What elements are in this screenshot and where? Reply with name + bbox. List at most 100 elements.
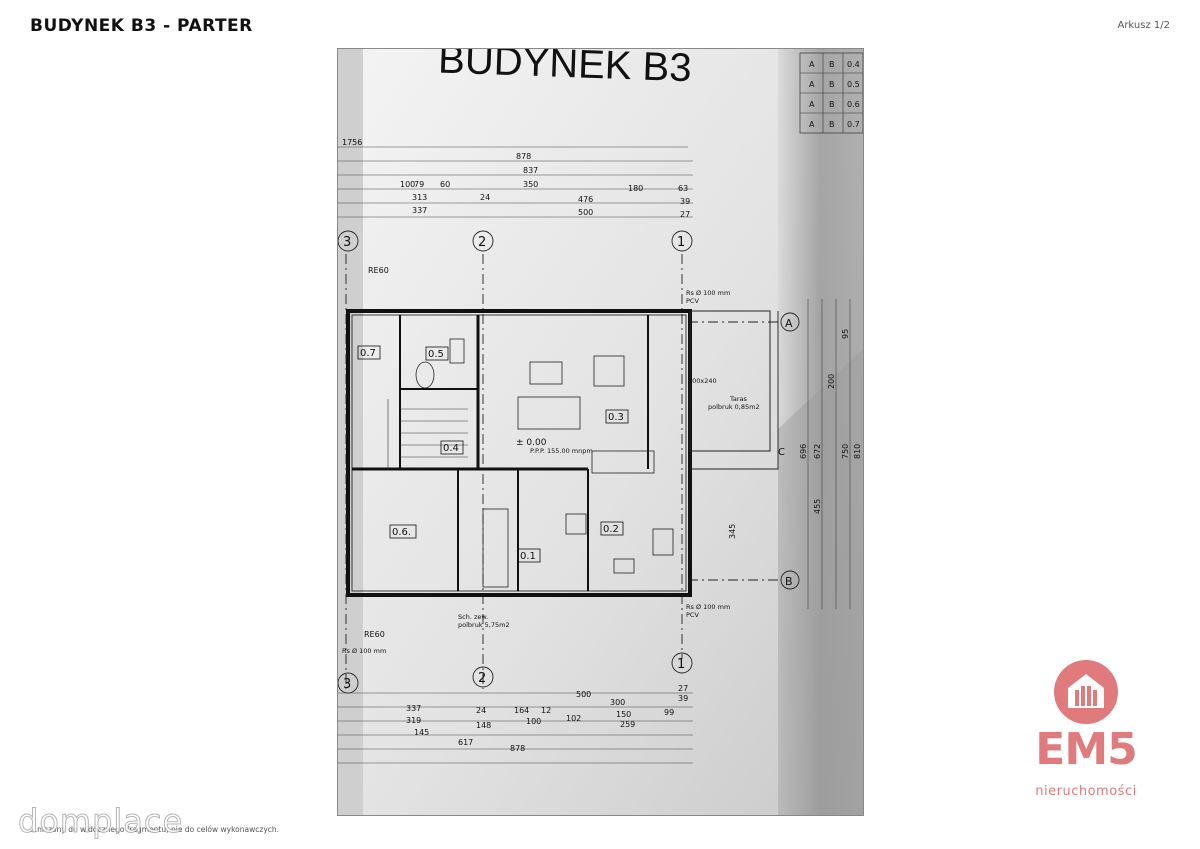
dim-right-2: 672	[813, 444, 822, 459]
pipe-top-pcv: PCV	[686, 297, 699, 305]
legend-val-4: 0.7	[847, 120, 860, 129]
legend-b-4: B	[829, 120, 835, 129]
legend-val-1: 0.4	[847, 60, 860, 69]
furniture	[415, 310, 779, 588]
axis-c: C	[778, 447, 785, 458]
dim-top-5: 79	[414, 180, 424, 189]
watermark: domplace	[17, 802, 184, 841]
axis-1-bottom: 1	[677, 657, 685, 672]
dim-right-7: 810	[853, 444, 862, 459]
staircase	[387, 399, 468, 469]
dim-right-5: 200	[827, 374, 836, 389]
dim-right-1: 696	[799, 444, 808, 459]
dim-top-12: 476	[578, 195, 593, 204]
room-label-0-2: 0.2	[603, 524, 619, 535]
dim-top-15: 500	[578, 208, 593, 217]
dim-bottom-15: 145	[414, 728, 429, 737]
dim-bottom-10: 148	[476, 721, 491, 730]
legend-a-4: A	[809, 120, 815, 129]
axis-b: B	[785, 575, 793, 588]
dim-top-11: 24	[480, 193, 490, 202]
pipe-left: Rs Ø 100 mm	[342, 647, 386, 655]
level-sub: P.P.P. 155.00 mnpm	[530, 447, 593, 455]
door-size: 200x240	[688, 377, 717, 385]
dim-bottom-7: 300	[610, 698, 625, 707]
dim-bottom-3: 164	[514, 706, 529, 715]
floor-plan-drawing: BUDYNEK B3 A B 0.4 A B 0.5 A B 0.6 A B 0…	[338, 49, 863, 815]
dim-top-3: 837	[523, 166, 538, 175]
dim-bottom-1: 337	[406, 704, 421, 713]
pipe-bottom-pcv: PCV	[686, 611, 699, 619]
grid-axes	[338, 230, 800, 694]
axis-3-bottom: 3	[343, 677, 351, 692]
building-walls	[346, 309, 692, 597]
dim-top-13: 39	[680, 197, 690, 206]
dim-bottom-11: 100	[526, 717, 541, 726]
dim-bottom-5: 500	[576, 690, 591, 699]
steps-label: Sch. zew.	[458, 613, 488, 621]
dim-top-16: 27	[680, 210, 690, 219]
dim-top-10: 313	[412, 193, 427, 202]
terrace-area: polbruk 0,85m2	[708, 403, 760, 411]
re60-bottom: RE60	[364, 630, 385, 639]
legend-val-3: 0.6	[847, 100, 860, 109]
dim-top-8: 180	[628, 184, 643, 193]
dim-bottom-6: 27	[678, 684, 688, 693]
disclaimer-text: ...niczony do widocznego fragmentu; nie …	[30, 825, 280, 834]
axis-1-top: 1	[677, 235, 685, 250]
dim-bottom-17: 259	[620, 720, 635, 729]
dim-top-1: 1756	[342, 138, 362, 147]
dim-bottom-4: 12	[541, 706, 551, 715]
logo-tagline: nieruchomości	[1035, 784, 1137, 799]
legend-a-3: A	[809, 100, 815, 109]
dim-bottom-2: 24	[476, 706, 486, 715]
legend-a-1: A	[809, 60, 815, 69]
dim-right-6: 750	[841, 444, 850, 459]
room-label-0-6: 0.6.	[392, 527, 411, 538]
axis-2-bottom: 2	[478, 671, 486, 686]
re60-top: RE60	[368, 266, 389, 275]
house-icon	[1068, 674, 1104, 708]
room-label-0-5: 0.5	[428, 349, 444, 360]
room-label-0-1: 0.1	[520, 551, 536, 562]
dim-right-4: 345	[728, 524, 737, 539]
dim-top-14: 337	[412, 206, 427, 215]
dim-bottom-8: 39	[678, 694, 688, 703]
legend-val-2: 0.5	[847, 80, 860, 89]
sheet-number: Arkusz 1/2	[1117, 20, 1170, 31]
floor-plan-image: BUDYNEK B3 A B 0.4 A B 0.5 A B 0.6 A B 0…	[337, 48, 864, 816]
steps-area: polbruk 5,75m2	[458, 621, 510, 629]
dim-right-8: 95	[841, 329, 850, 339]
dim-right-3: 455	[813, 499, 822, 514]
axis-2-top: 2	[478, 235, 486, 250]
dim-bottom-14: 99	[664, 708, 674, 717]
dim-top-4: 100	[400, 180, 415, 189]
room-label-0-7: 0.7	[360, 348, 376, 359]
legend-b-1: B	[829, 60, 835, 69]
bottom-dimension-lines	[338, 692, 693, 764]
legend-b-3: B	[829, 100, 835, 109]
dim-top-6: 60	[440, 180, 450, 189]
dim-bottom-9: 319	[406, 716, 421, 725]
level-mark: ± 0.00	[516, 438, 547, 448]
dim-bottom-12: 102	[566, 714, 581, 723]
pipe-bottom: Rs Ø 100 mm	[686, 603, 730, 611]
room-label-0-3: 0.3	[608, 412, 624, 423]
room-label-0-4: 0.4	[443, 443, 459, 454]
axis-a: A	[785, 317, 793, 330]
page-title: BUDYNEK B3 - PARTER	[30, 16, 253, 36]
pipe-top: Rs Ø 100 mm	[686, 289, 730, 297]
company-logo: EM5 nieruchomości	[1024, 656, 1148, 806]
logo-wordmark: EM5	[1035, 724, 1137, 775]
dim-bottom-16: 617	[458, 738, 473, 747]
top-dimension-lines	[338, 146, 693, 218]
legend-a-2: A	[809, 80, 815, 89]
legend-table: A B 0.4 A B 0.5 A B 0.6 A B 0.7	[799, 52, 863, 134]
dim-bottom-18: 878	[510, 744, 525, 753]
dim-top-9: 63	[678, 184, 688, 193]
dim-top-2: 878	[516, 152, 531, 161]
axis-3-top: 3	[343, 235, 351, 250]
legend-b-2: B	[829, 80, 835, 89]
dim-bottom-13: 150	[616, 710, 631, 719]
terrace-label: Taras	[729, 395, 748, 403]
